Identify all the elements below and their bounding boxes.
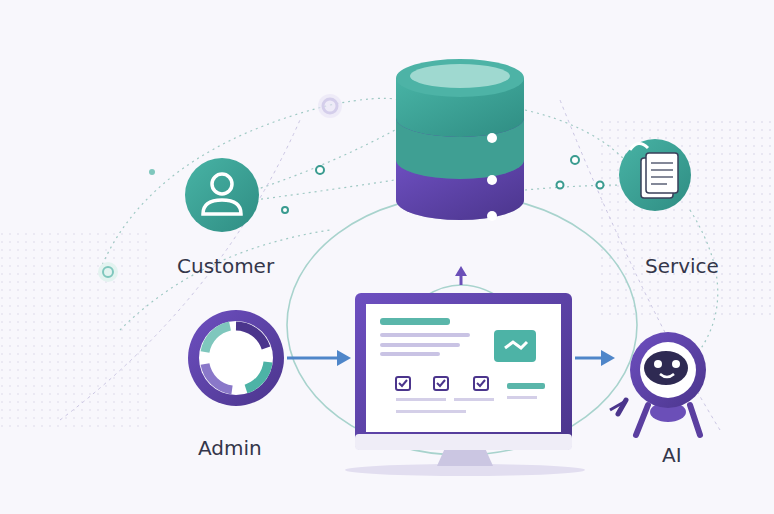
icon-node: AI bbox=[658, 443, 686, 467]
ai-label: AI bbox=[658, 443, 686, 467]
service-label: Service bbox=[641, 254, 723, 278]
customer-label: Customer bbox=[173, 254, 278, 278]
admin-label: Admin bbox=[194, 436, 266, 460]
icon-node: Service bbox=[641, 254, 723, 278]
icon-node: Admin bbox=[194, 436, 266, 460]
icon-node: Customer bbox=[173, 254, 278, 278]
